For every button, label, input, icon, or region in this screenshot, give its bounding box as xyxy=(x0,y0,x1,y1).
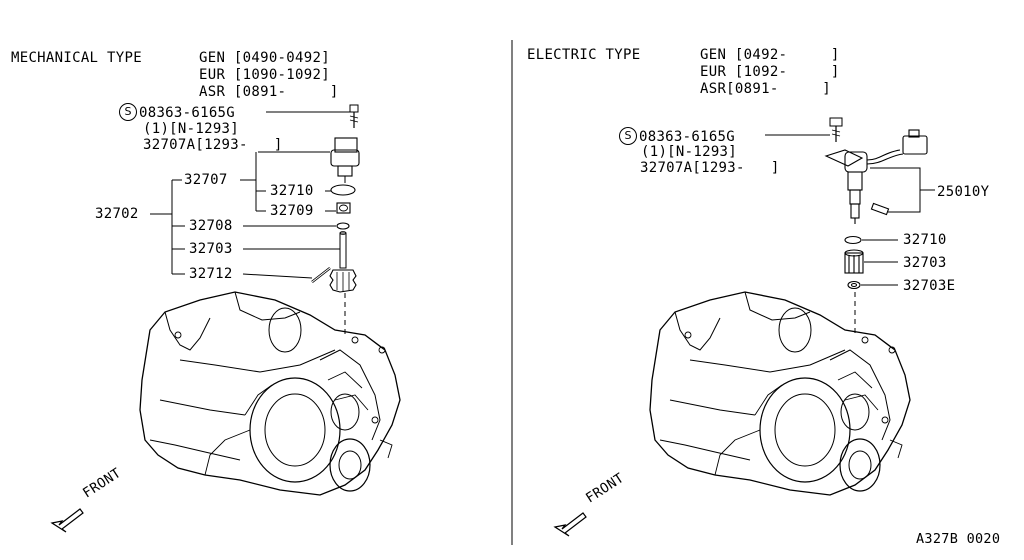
mechanical-transmission-drawing xyxy=(139,291,401,496)
part-label-32710-right: 32710 xyxy=(903,232,947,248)
diagram-code: A327B 0020 xyxy=(916,531,1001,547)
mechanical-type-title: MECHANICAL TYPE xyxy=(11,50,142,66)
pinion-gear xyxy=(329,269,357,293)
applicability-gen: GEN [0490-0492] xyxy=(199,50,330,66)
applicability-eur: EUR [1090-1092] xyxy=(199,67,330,83)
applicability-asr-right: ASR[0891- ] xyxy=(700,81,831,97)
part-label-32702: 32702 xyxy=(95,206,139,222)
applicability-gen-right: GEN [0492- ] xyxy=(700,47,840,63)
pinion-gear-32703-right xyxy=(844,249,864,274)
sensor-part-label-right: 32707A[1293- ] xyxy=(640,160,780,176)
speedometer-pinion-sleeve xyxy=(330,137,360,183)
left-leader-lines xyxy=(150,111,350,279)
bolt-electric xyxy=(829,117,843,142)
o-ring-32710-right xyxy=(844,235,862,245)
right-leader-lines xyxy=(765,134,935,286)
front-arrow-icon-left xyxy=(51,508,84,533)
applicability-eur-right: EUR [1092- ] xyxy=(700,64,840,80)
pin-32712 xyxy=(311,267,331,283)
part-label-32708: 32708 xyxy=(189,218,233,234)
bolt-qty-label-right: (1)[N-1293] xyxy=(641,144,738,160)
part-label-32703: 32703 xyxy=(189,241,233,257)
washer-32703E xyxy=(847,280,861,290)
applicability-asr: ASR [0891- ] xyxy=(199,84,339,100)
part-label-32712: 32712 xyxy=(189,266,233,282)
electric-type-title: ELECTRIC TYPE xyxy=(527,47,641,63)
screw-icon: S xyxy=(119,103,137,121)
bolt-part-label-right: 08363-6165G xyxy=(639,129,736,145)
front-arrow-icon-right xyxy=(554,512,587,537)
oil-seal-32709 xyxy=(336,202,351,214)
part-label-25010Y: 25010Y xyxy=(937,184,990,200)
part-label-32710: 32710 xyxy=(270,183,314,199)
washer-32708 xyxy=(336,222,350,230)
screw-icon-right: S xyxy=(619,127,637,145)
sensor-part-label: 32707A[1293- ] xyxy=(143,137,283,153)
part-label-32707: 32707 xyxy=(184,172,228,188)
bolt-part-label: 08363-6165G xyxy=(139,105,236,121)
o-ring-32710 xyxy=(330,184,356,196)
vehicle-speed-sensor-25010Y xyxy=(824,129,928,224)
part-label-32709: 32709 xyxy=(270,203,314,219)
part-label-32703E: 32703E xyxy=(903,278,956,294)
pinion-shaft-32703 xyxy=(339,231,347,269)
bolt-mechanical xyxy=(349,104,359,128)
part-label-32703-right: 32703 xyxy=(903,255,947,271)
electric-transmission-drawing xyxy=(649,291,911,496)
bolt-qty-label: (1)[N-1293] xyxy=(143,121,240,137)
